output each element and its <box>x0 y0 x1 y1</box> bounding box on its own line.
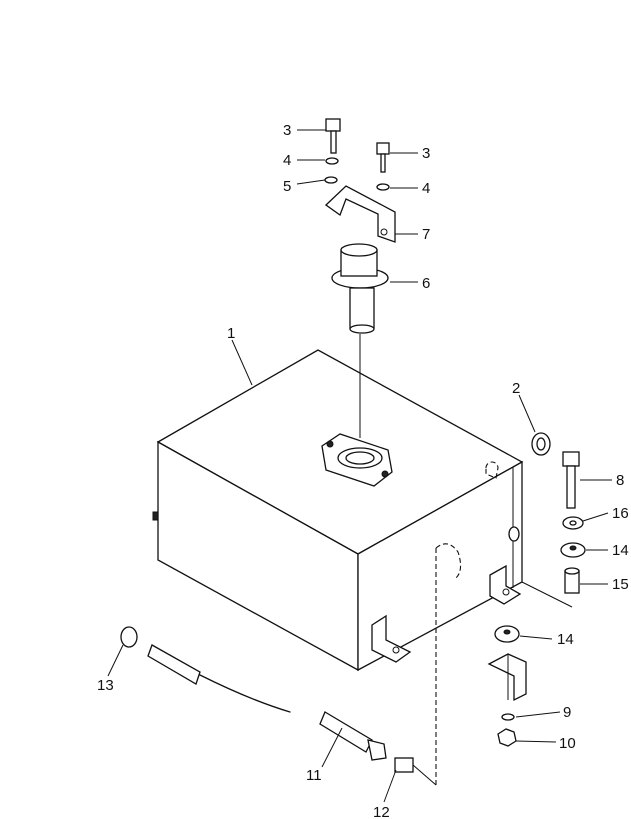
callout-12: 12 <box>373 804 390 819</box>
callout-9: 9 <box>563 704 571 721</box>
callout-10: 10 <box>559 735 576 752</box>
callout-4-right: 4 <box>422 180 430 197</box>
callout-numbers: 1 2 3 3 4 4 5 6 7 8 9 10 11 12 13 14 14 … <box>97 122 629 819</box>
collar-15 <box>564 567 580 594</box>
cap-13 <box>120 626 138 648</box>
washer-4-left <box>325 157 339 165</box>
bolt-8 <box>562 451 580 509</box>
callout-6: 6 <box>422 275 430 292</box>
callout-14-upper: 14 <box>612 542 629 559</box>
bolt-3-left <box>325 118 341 154</box>
callout-8: 8 <box>616 472 624 489</box>
washer-16 <box>562 516 584 530</box>
callout-16: 16 <box>612 505 629 522</box>
bolt-3-right <box>376 142 390 173</box>
nut-10 <box>497 728 517 747</box>
cushion-14-upper <box>560 542 586 558</box>
callout-2: 2 <box>512 380 520 397</box>
callout-5: 5 <box>283 178 291 195</box>
level-gauge <box>331 243 389 438</box>
callout-13: 13 <box>97 677 114 694</box>
callout-11: 11 <box>306 767 322 784</box>
washer-4-right <box>376 183 390 191</box>
bracket-lower <box>487 653 527 702</box>
callout-7: 7 <box>422 226 430 243</box>
plug-2 <box>531 432 551 456</box>
leader-lines <box>107 129 612 803</box>
callout-15: 15 <box>612 576 629 593</box>
washer-9 <box>501 713 515 721</box>
callout-1: 1 <box>227 325 235 342</box>
callout-14-lower: 14 <box>557 631 574 648</box>
fuel-tank <box>152 349 524 785</box>
callout-3-left: 3 <box>283 122 291 139</box>
stay-bracket <box>324 185 396 243</box>
washer-5 <box>324 176 338 184</box>
cushion-14-lower <box>494 625 520 643</box>
callout-4-left: 4 <box>283 152 291 169</box>
hose-assembly <box>147 644 387 761</box>
elbow-12 <box>394 757 437 786</box>
callout-3-right: 3 <box>422 145 430 162</box>
